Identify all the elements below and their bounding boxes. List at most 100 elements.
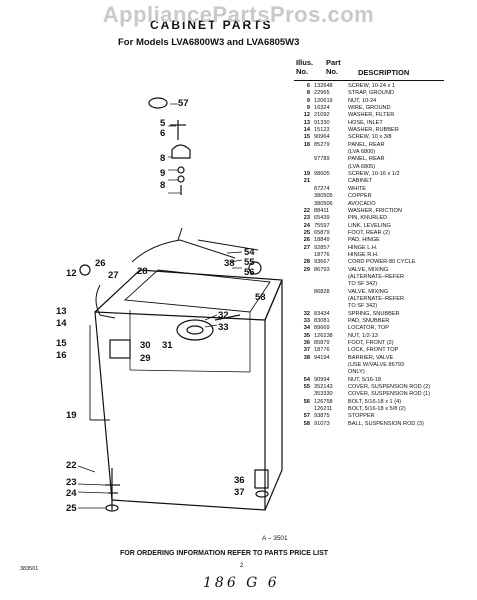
description-cell: AVOCADO [348,200,376,207]
page-subtitle: For Models LVA6800W3 and LVA6805W3 [118,37,300,48]
callout-28: 28 [137,266,148,277]
description-cell: VALVE, MIXING [348,266,389,273]
illus-no-cell: 28 [303,259,310,266]
part-no-cell: 89669 [314,325,330,332]
part-no-cell: 94194 [314,354,330,361]
part-no-cell: 22965 [314,90,330,97]
ordering-info-footer: FOR ORDERING INFORMATION REFER TO PARTS … [120,550,329,557]
part-no-cell: 86828 [314,288,330,295]
part-no-cell: 120619 [314,97,333,104]
description-cell: (LVA 6800) [348,149,376,156]
parts-row: TO SF 342) [292,281,472,288]
part-no-cell: 85279 [314,141,330,148]
cabinet-side [264,279,283,511]
description-cell: NUT, 10-24 [348,97,377,104]
illus-no-cell: 18 [303,141,310,148]
part-no-cell: 126211 [314,406,333,413]
illus-no-cell: 23 [303,215,310,222]
description-cell: SCREW, 10-24 x 1 [348,83,395,89]
description-cell: PAD, SNUBBER [348,318,390,324]
illus-no-cell: 13 [303,119,310,126]
illus-no-cell: 25 [303,229,310,236]
callout-12: 12 [66,268,77,279]
illus-no-cell: 34 [303,325,310,332]
part-no-cell: 83081 [314,318,330,324]
parts-row: TO SF 342) [292,303,472,310]
callout-23: 23 [66,477,77,488]
illus-no-cell: 21 [303,178,310,185]
illus-no-cell: 8 [306,90,310,97]
callout-8: 8 [160,153,166,164]
illus-no-cell: 32 [303,310,310,317]
part-no-cell: 75597 [314,222,330,229]
part-no-cell: 90994 [314,376,330,383]
part-no-cell: 87274 [314,185,330,192]
parts-row: (ALTERNATE–REFER [292,274,472,281]
parts-row: 18 85279 PANEL, REAR [292,142,472,149]
part-no-cell: 90964 [314,134,330,141]
callout-38: 38 [224,258,235,269]
description-cell: WHITE [348,185,367,192]
illus-no-cell: 19 [303,171,310,178]
part-no-cell: 18776 [314,347,330,354]
parts-row: (LVA 6805) [292,164,472,171]
description-cell: TO SF 342) [348,281,378,288]
part-no-cell: 126238 [314,332,333,339]
description-cell: LOCK, FRONT TOP [348,347,399,354]
illus-no-cell: 56 [303,398,310,405]
header-part-no: Part No. [326,58,341,76]
description-cell: ONLY) [348,369,365,376]
figure-number: A – 3501 [262,535,288,542]
callout-22: 22 [66,460,77,471]
illus-no-cell: 54 [303,376,310,383]
description-cell: WASHER, FRICTION [348,207,402,214]
header-illus-no: Illus. No. [296,58,314,76]
description-cell: BOLT, 5/16-18 x 5/8 (2) [348,406,406,413]
part-no-cell: 21092 [314,112,330,119]
callout-27: 27 [108,270,119,281]
illus-no-cell: 29 [303,266,310,273]
illus-no-cell: 9 [306,105,310,112]
callout-33: 33 [218,322,229,333]
illus-no-cell: 35 [303,332,310,339]
watermark: AppliancePartsPros.com [102,2,375,27]
description-cell: (ALTERNATE–REFER [348,295,405,302]
illus-no-cell: 6 [306,83,310,89]
callout-36: 36 [234,475,245,486]
description-cell: CORD POWER-80 CYCLE [348,259,416,266]
description-cell: COVER, SUSPENSION ROD (1) [348,391,431,398]
callout-19: 19 [66,410,77,421]
illus-no-cell: 27 [303,244,310,251]
description-cell: COPPER [348,193,372,200]
callout-25: 25 [66,503,77,514]
parts-row: (ALTERNATE–REFER [292,296,472,303]
page-number: 2 [240,563,244,569]
illus-no-cell: 22 [303,207,310,214]
part-no-cell: 91073 [314,420,330,427]
callout-16: 16 [56,350,67,361]
description-cell: PANEL, REAR [348,141,385,148]
